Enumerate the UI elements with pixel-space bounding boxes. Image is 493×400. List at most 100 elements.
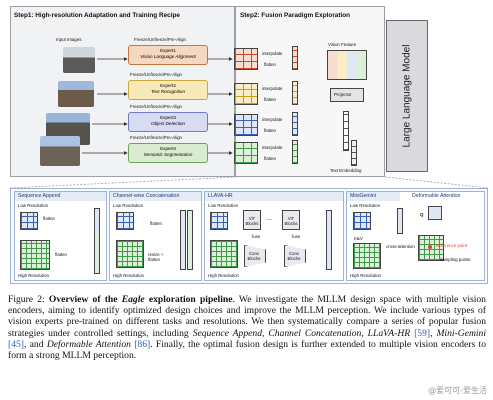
llava-token-column [326, 210, 332, 270]
seq-high-res-label: High Resolution [18, 273, 49, 278]
llm-block: Large Language Model [386, 20, 428, 172]
seq-low-res-grid [20, 212, 38, 230]
projector-box [330, 88, 364, 102]
interp-label-3: interpolate [262, 117, 283, 122]
expert-4-box: Expert4 Semantic Segmentation [128, 143, 208, 163]
text-embedding-tokens [351, 140, 357, 166]
method-deformable-title: Deformable Attention [412, 193, 461, 199]
cc-flatten-label: flatten [150, 221, 162, 226]
mg-high-res-grid [353, 243, 381, 269]
caption-method-5: Deformable Attention [46, 338, 131, 350]
flatten-label-1: flatten [264, 62, 276, 67]
llava-vit-label-2: ViT Blocks [284, 216, 298, 226]
mg-query-label: Q [420, 212, 424, 217]
caption-title-a: Overview of the [48, 294, 122, 305]
step1-title: Step1: High-resolution Adaptation and Tr… [14, 12, 180, 19]
caption-sep-1: , [262, 327, 269, 339]
llava-vit-block-2 [282, 210, 300, 230]
expert-2-name: Expert2 [160, 83, 176, 88]
cc-resize-flatten-label: resize + flatten [148, 252, 164, 262]
llava-conv-label-1: Conv Blocks [247, 251, 261, 261]
method-llava-hr-title: LLAVA-HR [205, 192, 343, 201]
flatten-label-4: flatten [264, 156, 276, 161]
llava-high-res-label: High Resolution [208, 273, 239, 278]
llava-fuse-label-1: fuse [252, 234, 261, 239]
caption-method-4: Mini-Gemini [436, 327, 486, 339]
expert-3-task: Object Detection [151, 121, 185, 126]
mg-cross-attention-label: cross-attention [386, 244, 415, 249]
interp-label-4: interpolate [262, 145, 283, 150]
input-image-2 [58, 81, 94, 107]
seq-high-res-grid [20, 240, 50, 270]
vision-feature-stack [327, 50, 367, 80]
cc-low-res-label: Low Resolution [113, 203, 144, 208]
mg-token-column [397, 208, 403, 234]
mg-high-res-label: High Resolution [350, 273, 381, 278]
llava-dots: ... [266, 215, 272, 222]
cc-high-res-grid [116, 240, 144, 268]
caption-method-2: Channel Concatenation [268, 327, 362, 339]
step2-title: Step2: Fusion Paradigm Exploration [240, 12, 351, 19]
interp-label-2: interpolate [262, 86, 283, 91]
expert-2-task: Text Recognition [150, 89, 186, 94]
llava-high-res-grid [210, 240, 238, 268]
expert-1-name: Expert1 [160, 48, 176, 53]
feature-grid-1 [234, 48, 258, 70]
caption-method-3: LLaVA-HR [367, 327, 411, 339]
seq-flatten-1: flatten [43, 216, 55, 221]
reference-point-marker [428, 245, 432, 249]
llava-vit-block-1 [243, 210, 261, 230]
cc-token-column-b [187, 210, 193, 270]
mg-low-res-grid [353, 212, 371, 230]
interp-label-1: interpolate [262, 51, 283, 56]
freeze-label-3: Freeze/Unfreeze/Pre-Align [130, 104, 182, 109]
expert-1-task: Vision Language Alignment [140, 54, 196, 59]
projected-tokens [343, 111, 349, 151]
caption-sep-3: , [430, 327, 437, 339]
mg-kv-label: K&V [354, 236, 363, 241]
input-images-label: Input Images [56, 37, 82, 42]
sampling-points-label: sampling points [440, 257, 471, 262]
seq-low-res-label: Low Resolution [18, 203, 49, 208]
llava-conv-label-2: Conv Blocks [287, 251, 301, 261]
seq-flatten-2: flatten [55, 252, 67, 257]
figure-caption: Figure 2: Overview of the Eagle explorat… [8, 294, 486, 361]
caption-sep-2: , [361, 327, 368, 339]
cc-token-column-a [180, 210, 186, 270]
method-minigemini-title: MiniGemini [347, 192, 400, 201]
caption-ref-2[interactable]: [45] [8, 338, 24, 350]
flatten-label-3: flatten [264, 128, 276, 133]
expert-3-box: Expert3 Object Detection [128, 112, 208, 132]
feature-grid-2 [234, 83, 258, 105]
expert-3-name: Expert3 [160, 115, 176, 120]
token-column-3 [292, 112, 298, 136]
watermark: @爱可可-爱生活 [428, 386, 487, 395]
mg-query-grid [428, 206, 442, 220]
freeze-label-1: Freeze/Unfreeze/Pre-Align [134, 37, 186, 42]
caption-title-b: exploration pipeline [144, 294, 233, 305]
token-column-1 [292, 46, 298, 70]
reference-point-label: Reference point [436, 243, 467, 248]
caption-label: Figure 2: [8, 294, 45, 305]
freeze-label-2: Freeze/Unfreeze/Pre-Align [130, 72, 182, 77]
llava-low-res-grid [210, 212, 228, 230]
caption-title-em: Eagle [121, 294, 145, 305]
cc-high-res-label: High Resolution [113, 273, 144, 278]
expert-1-box: Expert1 Vision Language Alignment [128, 45, 208, 65]
seq-token-column [94, 208, 100, 274]
method-sequence-append-title: Sequence Append [15, 192, 106, 201]
caption-ref-1[interactable]: [59] [410, 327, 431, 339]
caption-ref-3[interactable]: [86] [130, 338, 151, 350]
mg-low-res-label: Low Resolution [350, 203, 381, 208]
llava-low-res-label: Low Resolution [208, 203, 239, 208]
flatten-label-2: flatten [264, 97, 276, 102]
token-column-4 [292, 140, 298, 164]
freeze-label-4: Freeze/Unfreeze/Pre-Align [130, 135, 182, 140]
feature-grid-3 [234, 114, 258, 136]
method-channel-concat-title: Channel-wise Concatenation [110, 192, 201, 201]
expert-4-name: Expert4 [160, 146, 176, 151]
text-embedding-label: Text Embedding [330, 168, 362, 173]
expert-4-task: Semantic Segmentation [143, 152, 193, 157]
llava-fuse-label-2: fuse [292, 234, 301, 239]
